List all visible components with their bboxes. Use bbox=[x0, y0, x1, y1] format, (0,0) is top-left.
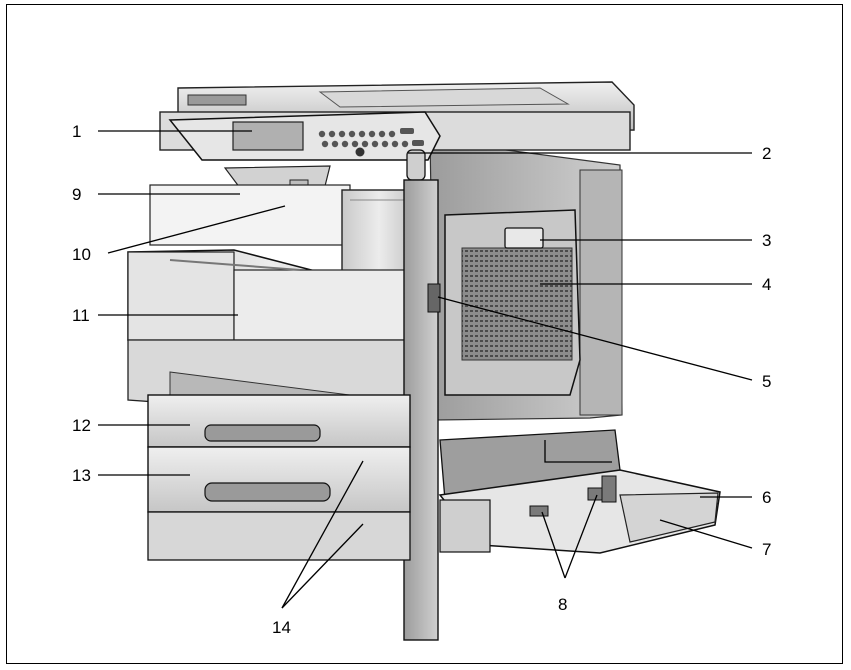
right-side-door bbox=[444, 209, 581, 396]
callout-12: 12 bbox=[72, 416, 91, 435]
callout-5: 5 bbox=[762, 372, 771, 391]
callout-labels: 1 2 3 4 5 6 7 8 9 10 11 12 13 14 bbox=[72, 122, 771, 637]
control-panel bbox=[168, 111, 441, 161]
callout-2: 2 bbox=[762, 144, 771, 163]
callout-14: 14 bbox=[272, 618, 291, 637]
bypass-tray bbox=[438, 429, 721, 554]
callout-4: 4 bbox=[762, 275, 771, 294]
callout-7: 7 bbox=[762, 540, 771, 559]
callout-1: 1 bbox=[72, 122, 81, 141]
right-door-release-lever bbox=[504, 227, 544, 249]
leader-lines bbox=[98, 130, 753, 609]
rear-panel bbox=[579, 169, 623, 416]
touch-panel-screen bbox=[232, 121, 304, 151]
cover-recess bbox=[318, 87, 570, 108]
lower-cabinet bbox=[147, 511, 411, 561]
callout-6: 6 bbox=[762, 488, 771, 507]
front-door-release bbox=[427, 283, 441, 313]
keypad bbox=[318, 128, 424, 157]
bypass-tray-body bbox=[439, 499, 491, 553]
front-door bbox=[127, 249, 413, 341]
lateral-guides bbox=[529, 475, 617, 517]
cover-handle bbox=[187, 94, 247, 106]
machine-illustration bbox=[127, 81, 721, 641]
callout-8: 8 bbox=[558, 595, 567, 614]
callout-11: 11 bbox=[72, 306, 90, 325]
paper-tray-2 bbox=[147, 446, 411, 532]
diagram-frame bbox=[6, 4, 843, 664]
callout-9: 9 bbox=[72, 185, 81, 204]
callout-13: 13 bbox=[72, 466, 91, 485]
main-power-switch bbox=[406, 149, 426, 181]
callout-10: 10 bbox=[72, 245, 91, 264]
callout-3: 3 bbox=[762, 231, 771, 250]
